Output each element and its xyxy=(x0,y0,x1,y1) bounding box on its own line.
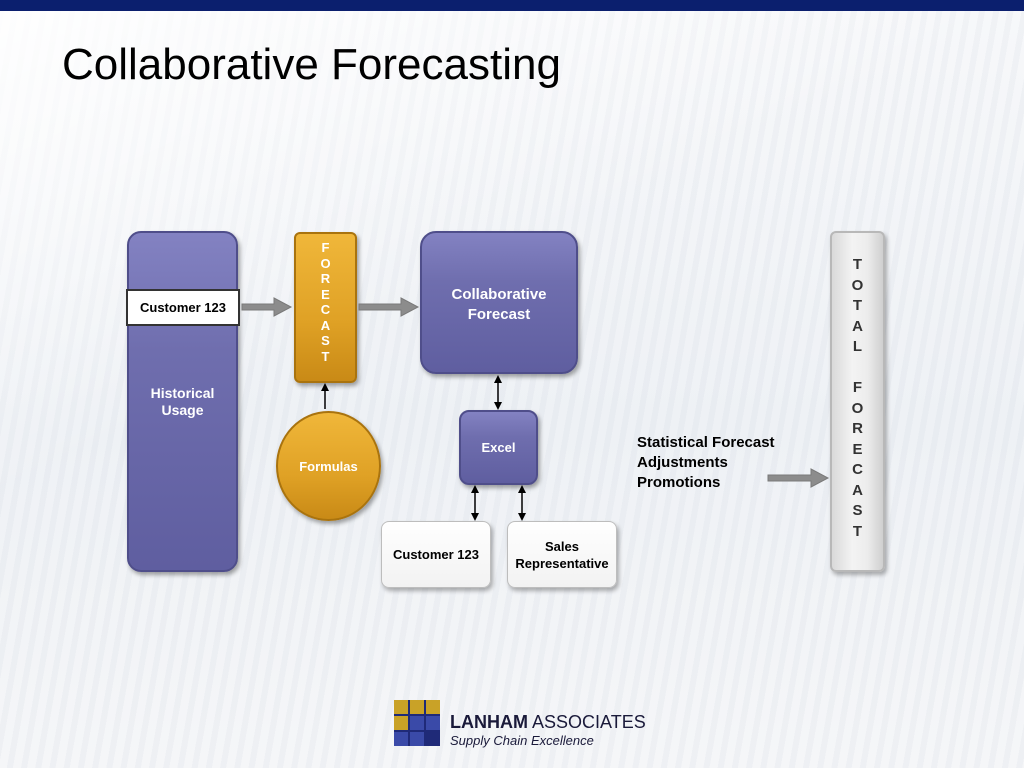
adjustments-line: Adjustments xyxy=(637,454,728,471)
excel-box: Excel xyxy=(459,410,538,485)
arrow-forecast-to-collaborative xyxy=(358,297,420,317)
logo-tagline: Supply Chain Excellence xyxy=(450,733,594,748)
statistical-forecast-list: Statistical Forecast Adjustments Promoti… xyxy=(637,433,775,493)
arrow-customer-to-forecast xyxy=(241,297,293,317)
logo-company-name: LANHAM ASSOCIATES xyxy=(450,712,646,733)
collaborative-forecast-box: Collaborative Forecast xyxy=(420,231,578,374)
logo-name-rest: ASSOCIATES xyxy=(528,712,646,732)
sales-representative-box: Sales Representative xyxy=(507,521,617,588)
logo-name-bold: LANHAM xyxy=(450,712,528,732)
lanham-logo: LANHAM ASSOCIATES Supply Chain Excellenc… xyxy=(394,700,646,750)
customer-123-input-label: Customer 123 xyxy=(140,300,226,315)
formulas-label: Formulas xyxy=(299,458,358,474)
total-forecast-box: T O T A L F O R E C A S T xyxy=(830,231,885,572)
promotions-line: Promotions xyxy=(637,474,721,491)
statistical-forecast-line: Statistical Forecast xyxy=(637,434,775,451)
formulas-circle: Formulas xyxy=(276,411,381,521)
slide-title: Collaborative Forecasting xyxy=(62,40,561,89)
historical-usage-box: Historical Usage xyxy=(127,231,238,572)
historical-usage-label: Historical Usage xyxy=(150,385,215,418)
top-bar xyxy=(0,0,1024,11)
customer-123-label: Customer 123 xyxy=(393,547,479,562)
forecast-vertical-label: F O R E C A S T xyxy=(320,240,331,364)
lanham-logo-mark-icon xyxy=(394,700,440,746)
sales-representative-label: Sales Representative xyxy=(515,538,609,571)
arrow-statistical-to-total xyxy=(767,468,830,488)
customer-123-input-box: Customer 123 xyxy=(126,289,240,326)
excel-label: Excel xyxy=(481,440,516,455)
total-forecast-vertical-label: T O T A L F O R E C A S T xyxy=(851,256,864,540)
forecast-box: F O R E C A S T xyxy=(294,232,357,383)
collaborative-forecast-label: Collaborative Forecast xyxy=(451,286,547,323)
customer-123-box: Customer 123 xyxy=(381,521,491,588)
